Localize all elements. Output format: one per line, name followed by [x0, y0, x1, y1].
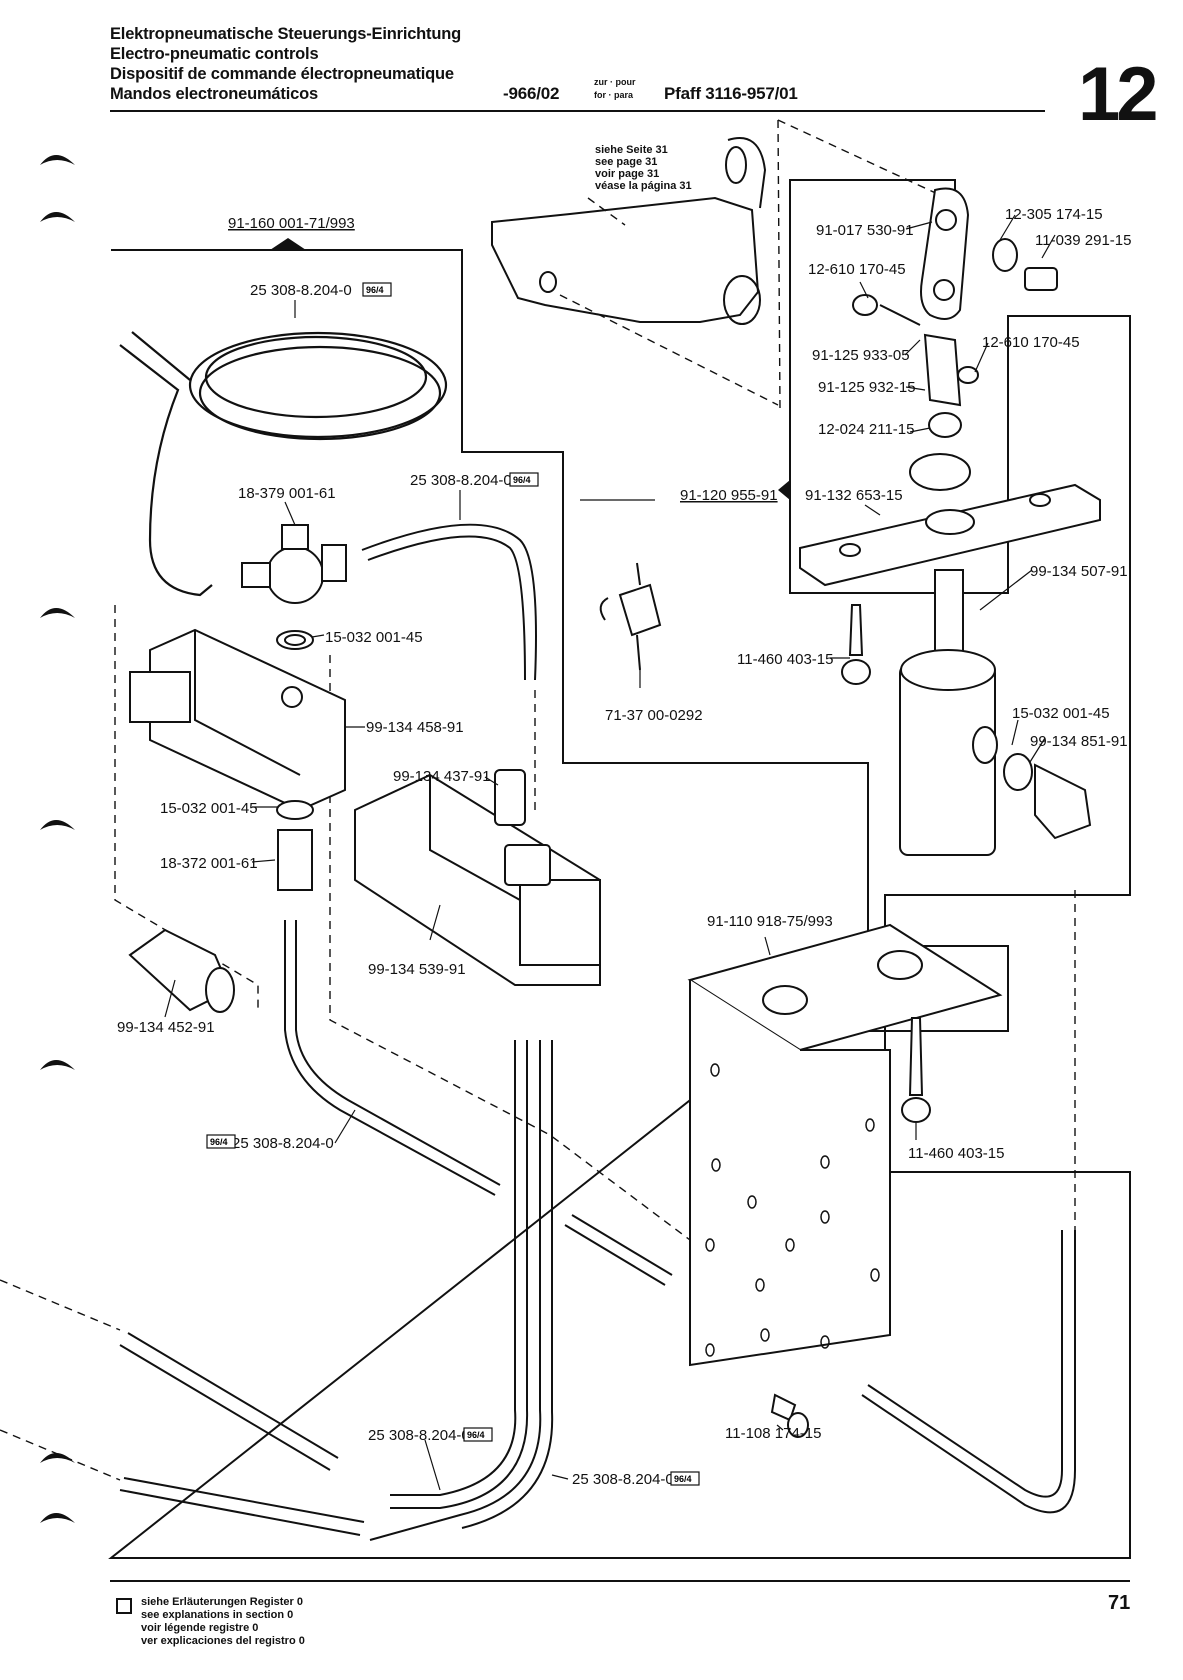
- legend-de: siehe Erläuterungen Register 0: [141, 1596, 303, 1608]
- part-label: 91-125 933-05: [812, 347, 910, 364]
- legend-fr: voir légende registre 0: [141, 1622, 259, 1634]
- legend-box-icon: [116, 1598, 132, 1614]
- part-label: 11-108 174-15: [725, 1425, 821, 1442]
- part-label: 99-134 458-91: [366, 719, 464, 736]
- version-badge: 96/4: [513, 475, 531, 485]
- part-label: 18-379 001-61: [238, 485, 336, 502]
- tube: [361, 523, 537, 681]
- elbow-fitting: [1034, 763, 1092, 840]
- part-label: 99-134 851-91: [1030, 733, 1128, 750]
- part-label: 12-024 211-15: [818, 421, 914, 438]
- title-fr: Dispositif de commande électropneumatiqu…: [110, 65, 454, 83]
- title-es: Mandos electroneumáticos: [110, 85, 318, 103]
- binder-hole: [40, 212, 75, 222]
- model-name: Pfaff 3116-957/01: [664, 84, 798, 103]
- catalog-code: -966/02: [503, 84, 560, 103]
- part-label: 25 308-8.204-0: [232, 1135, 334, 1152]
- footer-rule: [110, 1580, 1130, 1582]
- binder-hole: [40, 820, 75, 830]
- tube: [369, 1040, 542, 1541]
- tube: [564, 1224, 666, 1286]
- binder-holes: [40, 155, 75, 1523]
- wood-screw: [908, 1017, 924, 1096]
- version-badge: 96/4: [210, 1137, 228, 1147]
- part-label: 99-134 539-91: [368, 961, 466, 978]
- assembly-outline: [108, 179, 1131, 1559]
- part-label: 15-032 001-45: [325, 629, 423, 646]
- part-label: 11-460 403-15: [908, 1145, 1004, 1162]
- see-page-de: siehe Seite 31: [595, 144, 668, 156]
- version-badge: 96/4: [366, 285, 384, 295]
- tube: [119, 1344, 331, 1471]
- tube: [861, 1230, 1076, 1514]
- part-label: 15-032 001-45: [1012, 705, 1110, 722]
- title-de: Elektropneumatische Steuerungs-Einrichtu…: [110, 25, 461, 43]
- part-label: 91-125 932-15: [818, 379, 916, 396]
- binder-hole: [40, 1513, 75, 1523]
- clevis: [923, 333, 962, 407]
- section-number: 12: [1078, 52, 1159, 137]
- for-label-top: zur · pour: [594, 77, 636, 87]
- part-label: 91-132 653-15: [805, 487, 903, 504]
- page-number: 71: [1108, 1592, 1131, 1614]
- part-label: 99-134 507-91: [1030, 563, 1128, 580]
- part-label: 25 308-8.204-0: [250, 282, 352, 299]
- part-label: 25 308-8.204-0: [368, 1427, 470, 1444]
- part-label: 99-134 452-91: [117, 1019, 215, 1036]
- title-en: Electro-pneumatic controls: [110, 45, 319, 63]
- binder-hole: [40, 608, 75, 618]
- binder-hole: [40, 1060, 75, 1070]
- binder-hole: [40, 1453, 75, 1463]
- part-label: 11-460 403-15: [737, 651, 833, 668]
- part-label: 12-305 174-15: [1005, 206, 1103, 223]
- see-page-es: véase la página 31: [595, 180, 692, 192]
- for-label-bottom: for · para: [594, 90, 634, 100]
- part-label: 12-610 170-45: [982, 334, 1080, 351]
- header-rule: [110, 110, 1045, 112]
- cross-fitting: [266, 546, 324, 604]
- push-pin: [618, 583, 662, 637]
- tube: [390, 1040, 517, 1496]
- part-label: 11-039 291-15: [1035, 232, 1131, 249]
- part-label: 91-120 955-91: [680, 487, 778, 504]
- see-page-fr: voir page 31: [595, 168, 659, 180]
- part-label: 99-134 437-91: [393, 768, 491, 785]
- part-label: 18-372 001-61: [160, 855, 258, 872]
- wood-screw: [848, 604, 864, 656]
- part-label: 91-110 918-75/993: [707, 913, 833, 930]
- version-badge: 96/4: [674, 1474, 692, 1484]
- part-label: 25 308-8.204-0: [410, 472, 512, 489]
- tube: [119, 1489, 361, 1536]
- part-label: 91-160 001-71/993: [228, 215, 355, 232]
- binder-hole: [40, 155, 75, 165]
- lever-arm: [491, 196, 760, 323]
- legend-es: ver explicaciones del registro 0: [141, 1635, 305, 1647]
- tube: [284, 920, 496, 1196]
- mounting-bracket: [687, 923, 1003, 1052]
- part-label: 15-032 001-45: [160, 800, 258, 817]
- part-label: 91-017 530-91: [816, 222, 914, 239]
- part-label: 12-610 170-45: [808, 261, 906, 278]
- version-badge: 96/4: [467, 1430, 485, 1440]
- coiled-tube: [188, 331, 448, 439]
- part-label: 25 308-8.204-0: [572, 1471, 674, 1488]
- legend-en: see explanations in section 0: [141, 1609, 294, 1621]
- see-page-en: see page 31: [595, 156, 657, 168]
- part-label: 71-37 00-0292: [605, 707, 703, 724]
